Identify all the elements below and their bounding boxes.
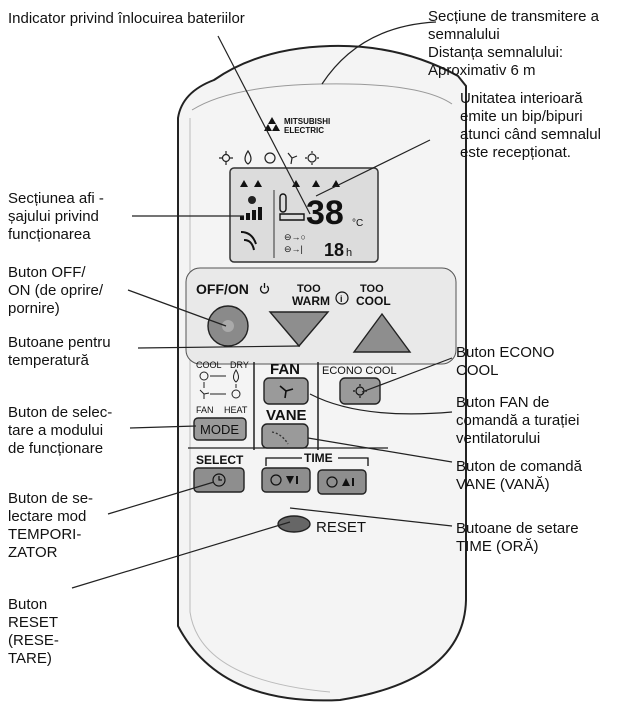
drop-icon [244,149,252,165]
lcd-display: 38 °C ⊖→○ ⊖→| 18 h [229,167,379,263]
power-icon [259,283,270,294]
label-off-on-button: Buton OFF/ ON (de oprire/ pornire) [8,264,104,317]
leader-fan [309,393,453,415]
leader-beep [315,139,431,197]
label-display-section: Secțiunea afi - șajului privind funcțion… [8,190,104,243]
label-mode-button: Buton de selec- tare a modului de funcți… [8,404,113,457]
leader-vane [307,437,453,463]
brand-line1: MITSUBISHI [284,117,330,126]
leader-reset [71,521,291,589]
vane-swing-icon [240,231,257,245]
reset-button[interactable] [277,515,311,533]
label-time-buttons: Butoane de setare TIME (ORĂ) [456,520,579,555]
time-down-icon [270,474,298,486]
heat-icon [305,151,319,165]
too-warm-label1: TOO [297,283,321,295]
fan-label: FAN [270,361,300,378]
dry-label: DRY [230,360,249,370]
time-up-button[interactable] [317,469,367,495]
label-temperature-buttons: Butoane pentru temperatură [8,334,111,369]
info-icon: i [335,291,349,305]
fan-mode-label: FAN [196,405,214,415]
label-timer-select-button: Buton de se- lectare mod TEMPORI- ZATOR [8,490,94,561]
sun-icon [219,151,233,165]
label-vane-button: Buton de comandă VANE (VANĂ) [456,458,582,493]
auto-icon [264,152,276,164]
leader-timer-select [107,481,215,515]
vane-button-icon [271,431,289,445]
leader-lines [71,21,453,589]
label-beep-note: Unitatea interioară emite un bip/bipuri … [460,90,601,161]
time-up-icon [326,476,354,488]
econo-cool-button[interactable] [339,377,381,405]
fan-button-icon [279,385,294,399]
mode-button[interactable] [193,417,247,441]
label-battery-indicator: Indicator privind înlocuirea bateriilor [8,10,245,27]
label-fan-button: Buton FAN de comandă a turației ventilat… [456,394,580,447]
select-label: SELECT [196,453,244,467]
leader-mode [129,425,197,429]
fan-icon [287,152,298,165]
clock-icon [212,473,226,487]
timer-on-icon: ⊖→○ [284,232,306,242]
leader-transmission [321,21,437,85]
timer-off-icon: ⊖→| [284,244,303,254]
off-on-button[interactable] [207,305,249,347]
leader-econo-cool [361,357,453,393]
too-cool-button[interactable] [352,312,412,353]
lcd-timer-value: 18 [324,240,344,260]
battery-icon [279,213,305,221]
lcd-fan-icon [248,196,256,204]
too-cool-label1: TOO [360,283,384,295]
heat-label: HEAT [224,405,248,415]
lcd-timer-unit: h [346,247,352,259]
fan-speed-bars [240,207,262,220]
too-cool-label2: COOL [356,294,391,308]
too-warm-button[interactable] [268,311,330,348]
time-label: TIME [304,451,333,465]
leader-temperature [137,345,301,349]
vane-label: VANE [266,407,307,424]
label-transmission-section: Secțiune de transmitere a semnalului Dis… [428,8,599,79]
vane-button[interactable] [261,423,309,449]
leader-time [289,507,453,527]
brand-line2: ELECTRIC [284,126,324,135]
lcd-temperature: 38 [306,194,344,232]
reset-label: RESET [316,519,366,536]
leader-battery [217,35,311,215]
mode-button-label: MODE [200,422,239,437]
too-warm-label2: WARM [292,294,330,308]
cool-label: COOL [196,360,222,370]
lcd-temp-unit: °C [352,218,363,229]
label-econo-cool-button: Buton ECONO COOL [456,344,555,379]
label-reset-button: Buton RESET (RESE- TARE) [8,596,59,667]
thermometer-icon [279,193,287,213]
off-on-label: OFF/ON [196,281,249,297]
leader-off-on [127,289,227,327]
time-down-button[interactable] [261,467,311,493]
mode-icons [219,149,319,165]
econo-cool-label: ECONO COOL [322,365,397,377]
svg-text:i: i [340,294,343,304]
mode-cycle-icons [199,369,241,399]
